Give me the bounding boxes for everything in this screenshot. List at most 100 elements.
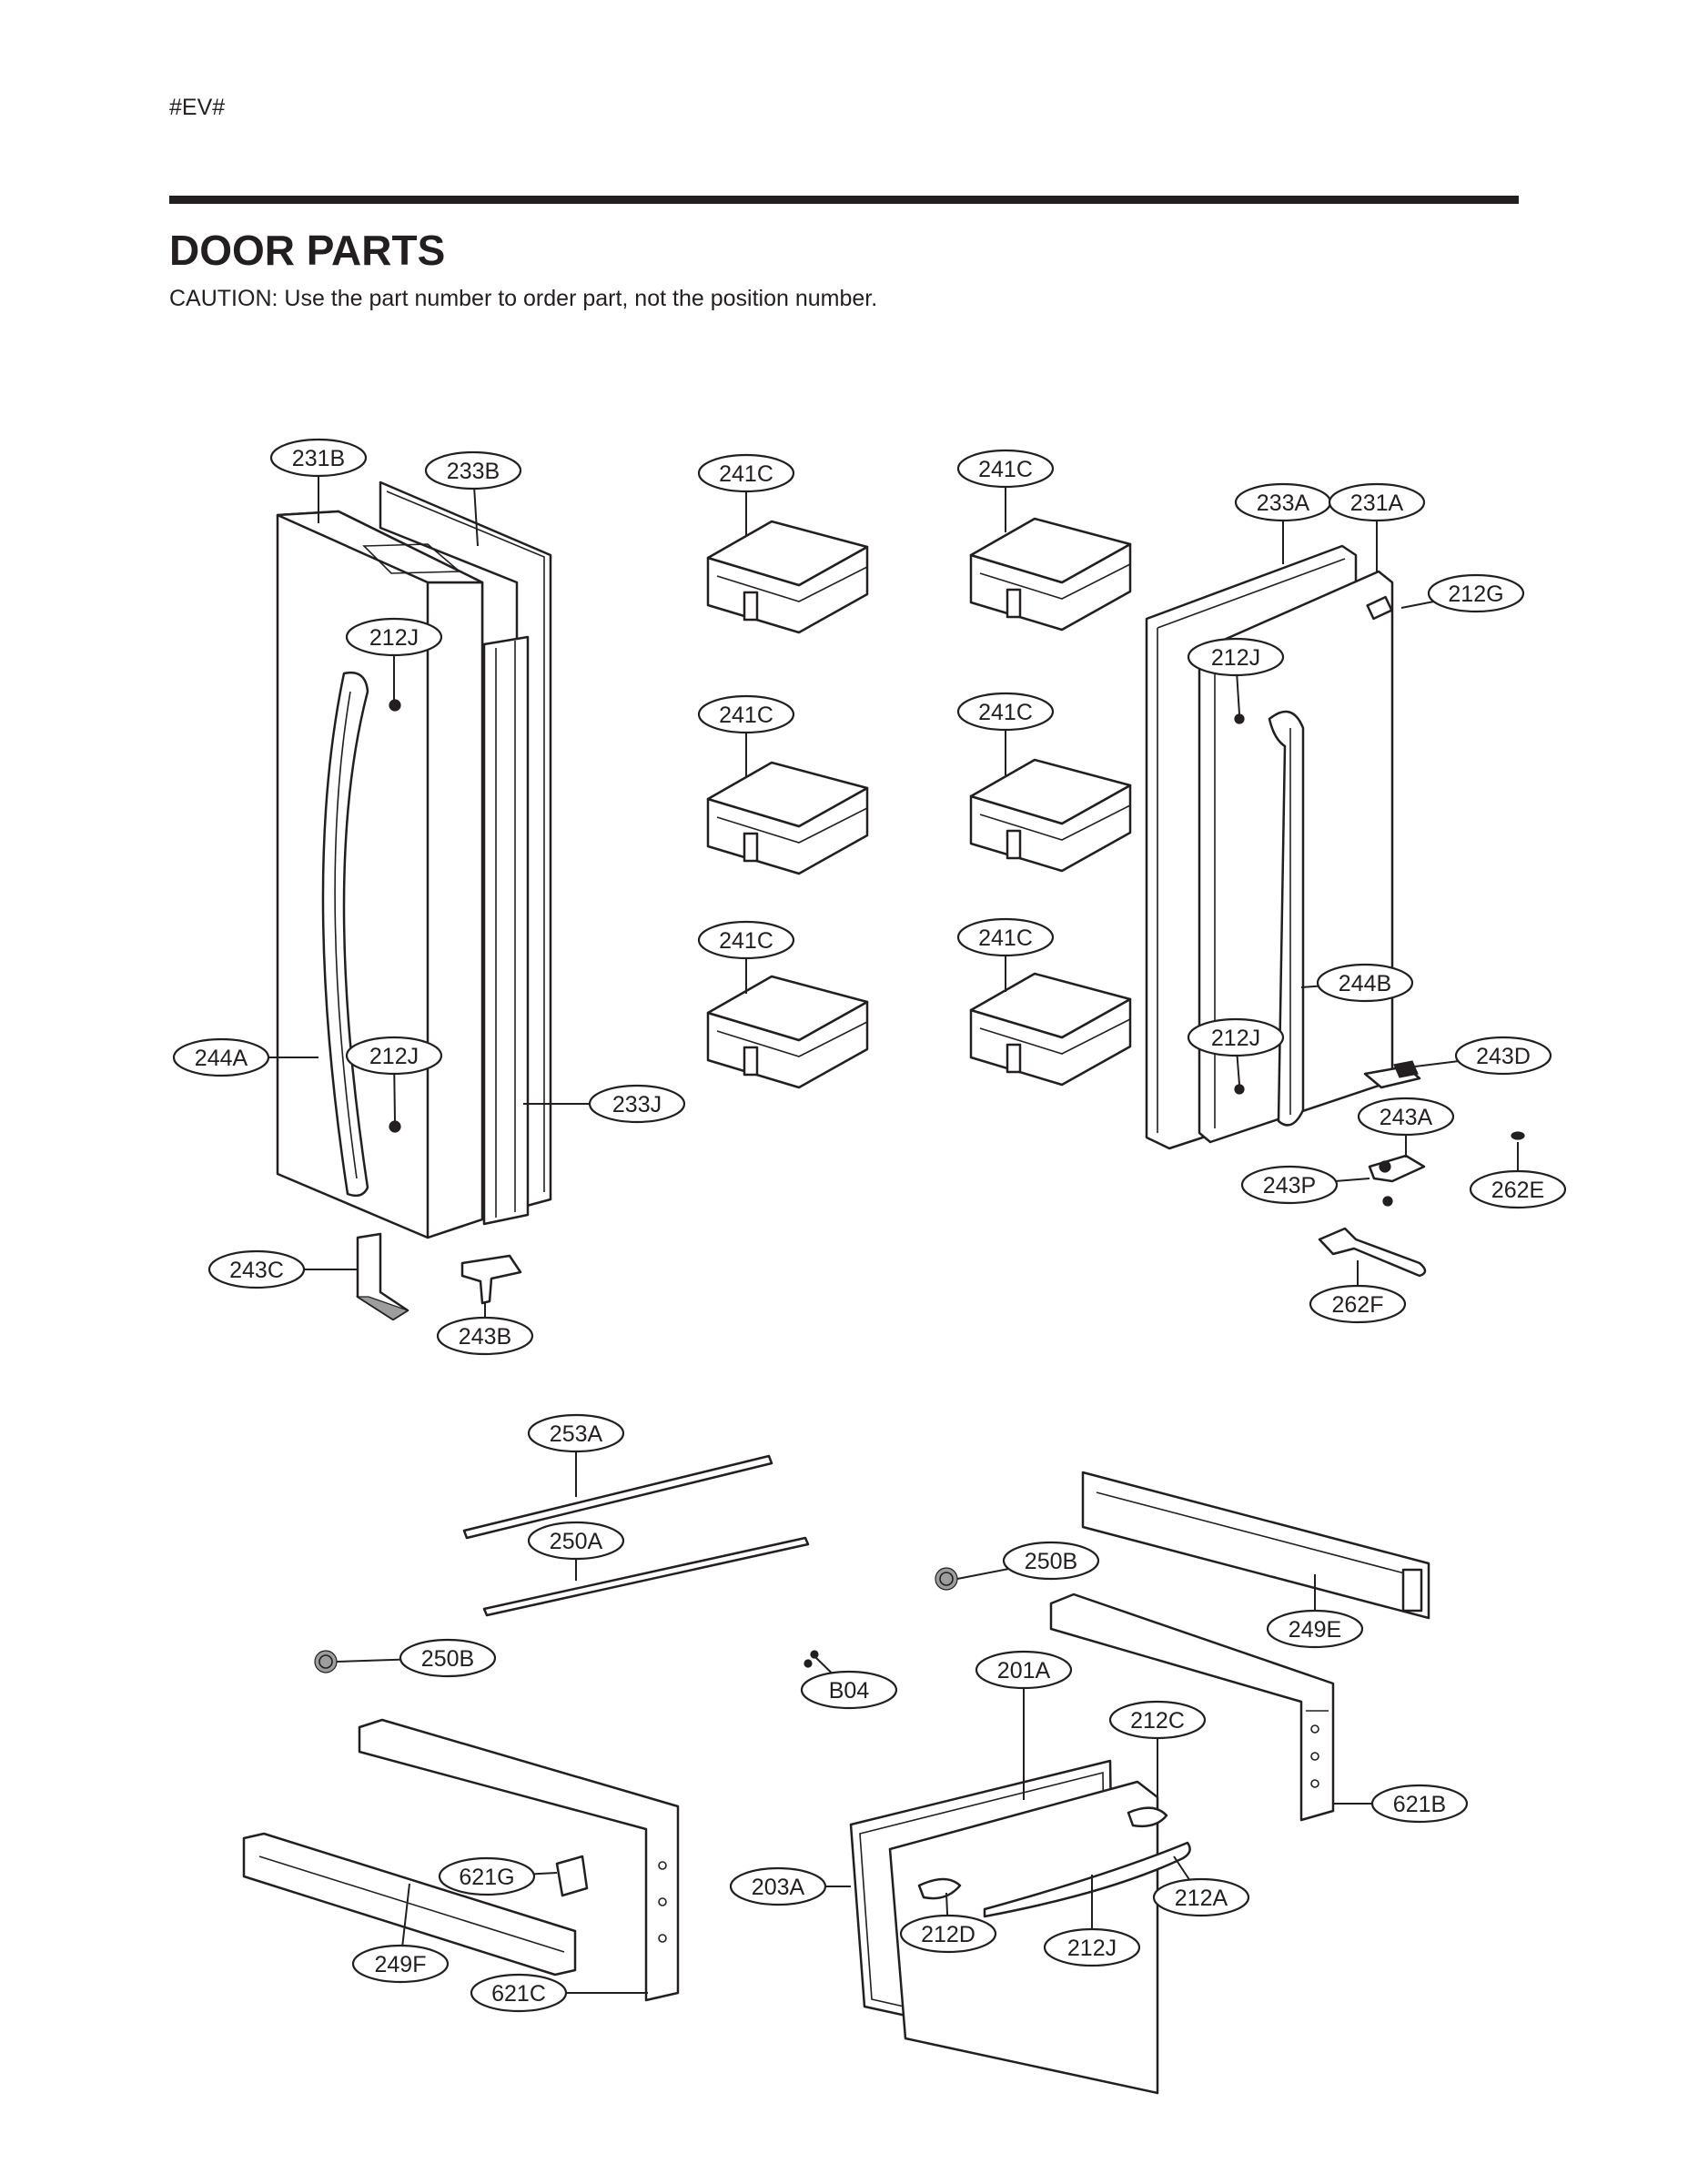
callout-label: 203A	[752, 1875, 805, 1900]
callout-label: 212D	[921, 1922, 975, 1947]
part-callout: 621C	[470, 1973, 568, 2013]
callout-label: 212J	[369, 1044, 419, 1069]
part-callout: 262E	[1469, 1169, 1567, 1209]
callout-oval	[1266, 1609, 1364, 1649]
part-callout: 203A	[729, 1866, 827, 1906]
callout-oval	[1187, 1017, 1285, 1057]
caution-note: CAUTION: Use the part number to order pa…	[169, 286, 878, 311]
callout-oval	[436, 1316, 534, 1356]
callout-oval	[345, 617, 443, 657]
callout-label: 262F	[1332, 1292, 1384, 1318]
callout-oval	[1309, 1284, 1407, 1324]
callout-label: 241C	[719, 928, 773, 954]
part-callout: 243C	[207, 1249, 306, 1289]
callout-label: 249F	[375, 1952, 427, 1977]
callout-label: 244B	[1339, 971, 1391, 996]
part-callout: 250A	[527, 1521, 625, 1561]
callout-oval	[172, 1037, 270, 1077]
callout-label: 262E	[1491, 1178, 1544, 1203]
part-callout: 621B	[1370, 1784, 1469, 1824]
part-callout: 212J	[345, 1036, 443, 1076]
callout-label: 241C	[978, 925, 1033, 951]
part-callout: 212J	[345, 617, 443, 657]
callout-label: 212G	[1448, 581, 1503, 607]
callout-oval	[697, 920, 795, 960]
part-callout: 241C	[956, 449, 1055, 489]
callout-label: 241C	[719, 703, 773, 728]
part-callout: 243A	[1357, 1097, 1455, 1137]
callout-oval	[1427, 573, 1525, 613]
door-baskets	[706, 517, 1132, 1089]
part-callout: 233A	[1234, 482, 1332, 522]
callout-oval	[1043, 1927, 1141, 1967]
part-callout: 243P	[1240, 1165, 1339, 1205]
part-callout: 241C	[956, 692, 1055, 732]
callout-label: 243A	[1380, 1105, 1433, 1130]
part-callout: 249F	[351, 1944, 450, 1984]
part-callout: B04	[800, 1670, 898, 1710]
callout-oval	[527, 1521, 625, 1561]
callout-oval	[1002, 1541, 1100, 1581]
part-callout: 212J	[1043, 1927, 1141, 1967]
header-rule	[169, 196, 1519, 204]
callout-oval	[1454, 1036, 1552, 1076]
callout-label: 621B	[1393, 1792, 1446, 1817]
callout-oval	[269, 438, 368, 478]
part-callout: 231A	[1328, 482, 1426, 522]
callout-oval	[438, 1856, 536, 1896]
part-callout: 243D	[1454, 1036, 1552, 1076]
callout-oval	[351, 1944, 450, 1984]
part-callout: 201A	[975, 1650, 1073, 1690]
left-door-assembly	[276, 480, 552, 1321]
part-callout: 253A	[527, 1413, 625, 1453]
callout-label: 243B	[459, 1324, 511, 1350]
callout-label: 244A	[195, 1046, 248, 1071]
freezer-drawer-assembly	[242, 1454, 1430, 2095]
part-callout: 231B	[269, 438, 368, 478]
callout-oval	[956, 692, 1055, 732]
part-callout: 241C	[697, 453, 795, 493]
callout-label: 241C	[719, 461, 773, 487]
callout-label: 212A	[1175, 1886, 1228, 1911]
callout-oval	[800, 1670, 898, 1710]
callout-oval	[527, 1413, 625, 1453]
callout-oval	[697, 694, 795, 734]
part-callout: 250B	[399, 1638, 497, 1678]
callout-oval	[1316, 963, 1414, 1003]
callout-label: 253A	[550, 1421, 603, 1447]
part-callout: 241C	[697, 694, 795, 734]
callout-label: 201A	[997, 1658, 1051, 1684]
callout-oval	[1240, 1165, 1339, 1205]
callout-oval	[345, 1036, 443, 1076]
callout-oval	[1328, 482, 1426, 522]
callout-oval	[470, 1973, 568, 2013]
part-callout: 212G	[1427, 573, 1525, 613]
callout-label: 212J	[1067, 1936, 1117, 1961]
callout-label: 212J	[369, 625, 419, 651]
callout-oval	[424, 450, 522, 490]
callout-label: 250B	[1025, 1549, 1077, 1574]
part-callout: 621G	[438, 1856, 536, 1896]
callout-oval	[729, 1866, 827, 1906]
part-callout: 233B	[424, 450, 522, 490]
callout-label: 233A	[1257, 490, 1310, 516]
part-callout: 250B	[1002, 1541, 1100, 1581]
callout-oval	[588, 1084, 686, 1124]
callout-oval	[956, 449, 1055, 489]
callout-oval	[899, 1914, 997, 1954]
callout-label: 231A	[1350, 490, 1404, 516]
part-callout: 244A	[172, 1037, 270, 1077]
part-callout: 241C	[697, 920, 795, 960]
part-callout: 262F	[1309, 1284, 1407, 1324]
callout-label: 250A	[550, 1529, 603, 1554]
callout-label: 241C	[978, 457, 1033, 482]
callout-label: 212J	[1211, 1026, 1260, 1051]
callout-oval	[1469, 1169, 1567, 1209]
callout-label: 243C	[229, 1258, 284, 1283]
callout-label: 250B	[421, 1646, 474, 1672]
callout-label: 621C	[491, 1981, 546, 2007]
document-marker: #EV#	[169, 95, 226, 120]
part-callout: 212A	[1152, 1877, 1250, 1917]
page-title: DOOR PARTS	[169, 227, 446, 274]
